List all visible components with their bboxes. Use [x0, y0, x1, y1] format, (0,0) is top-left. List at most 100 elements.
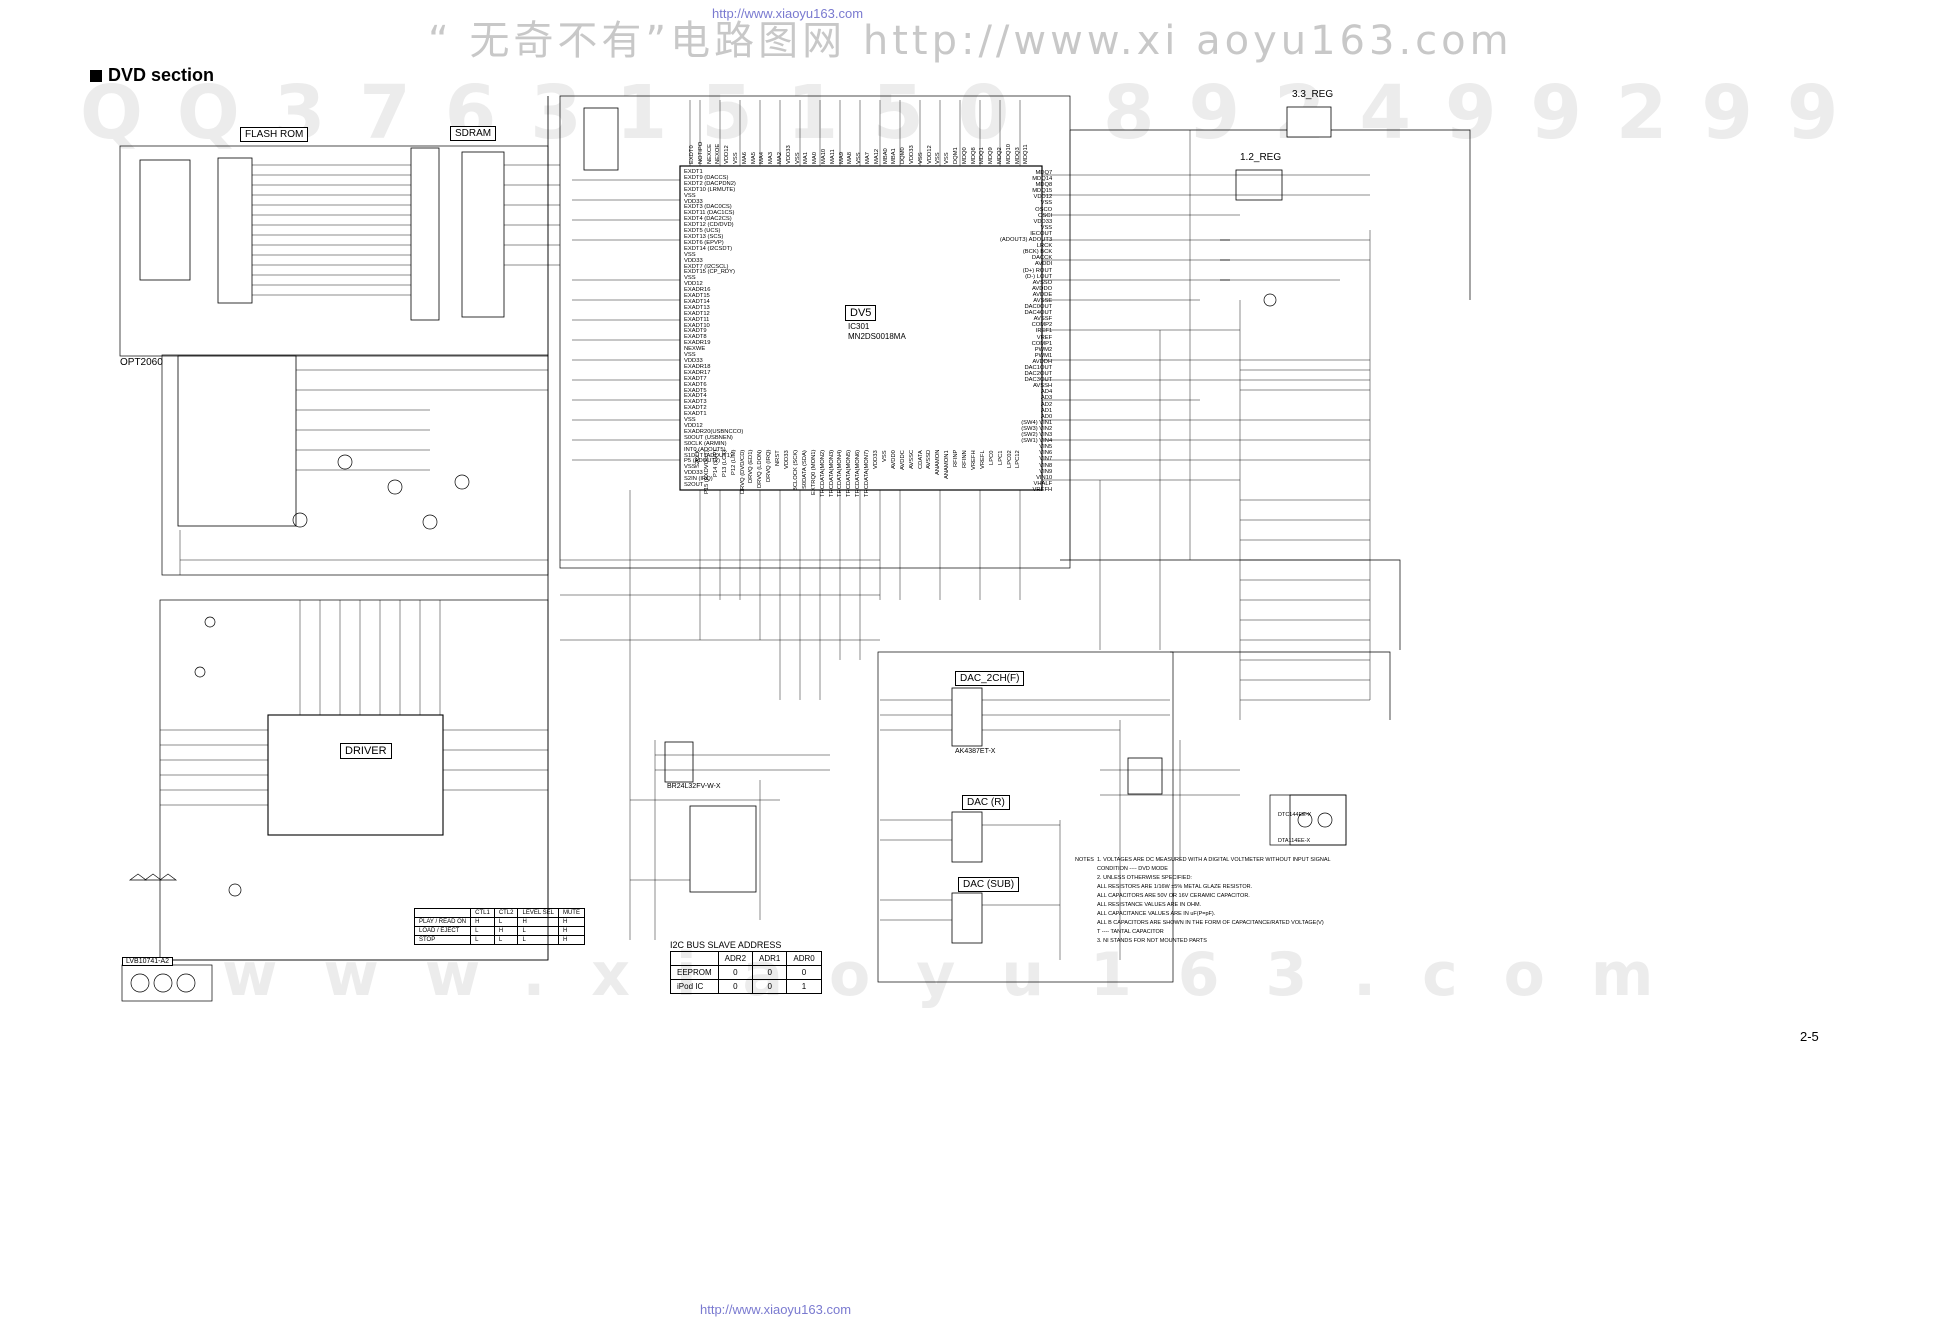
notes-title: NOTES: [1075, 857, 1094, 863]
eeprom-ic-label: BR24L32FV-W-X: [667, 783, 721, 790]
dv5-left-pin: VSS: [684, 352, 696, 359]
reg33-label: 3.3_REG: [1292, 89, 1334, 100]
dv5-right-pin-name: PWM1: [1034, 352, 1053, 359]
dv5-right-pin: (SW2) VIN3: [1000, 432, 1052, 438]
dv5-right-pin-name: COMP1: [1031, 340, 1053, 347]
dv5-bottom-pin: EXTRQ0 (MON1): [810, 450, 817, 496]
dv5-left-pin: EXADT12: [684, 310, 710, 317]
dv5-top-pin: MDQ0: [961, 147, 968, 164]
logic-cell: L: [493, 917, 519, 927]
dv5-right-pin: AVDDH: [1000, 359, 1052, 365]
dv5-top-pin: MA11: [829, 149, 836, 164]
dv5-right-pin: DAC2OUT: [1000, 371, 1052, 377]
dv5-top-pin: NOTIPO: [697, 141, 704, 164]
logic-cell: H: [470, 917, 495, 927]
notes-block: NOTES 1. VOLTAGES ARE DC MEASURED WITH A…: [1075, 856, 1331, 946]
dv5-right-pin: PWM2: [1000, 347, 1052, 353]
dv5-left-pin: S2IN (IRQ): [684, 476, 713, 483]
dv5-right-pin-name: AD0: [1040, 413, 1053, 420]
logic-cell: H: [557, 917, 585, 927]
dv5-right-pin: AD2: [1000, 402, 1052, 408]
dv5-right-pin-name: AVSSH: [1032, 383, 1053, 390]
dv5-top-pin: MDQ11: [1023, 144, 1030, 164]
i2c-cell: iPod IC: [670, 979, 719, 994]
dv5-right-pin: AD4: [1000, 389, 1052, 395]
dv5-left-pin: EXDT15 (CP_RDY): [684, 269, 735, 276]
note-line: 2. UNLESS OTHERWISE SPECIFIED:: [1097, 875, 1192, 881]
dv5-left-pin: VDD33: [684, 358, 703, 364]
logic-header-cell: LEVEL SEL: [517, 908, 559, 918]
dv5-left-pin: EXDT14 (I2CSDT): [684, 245, 732, 252]
dv5-left-pin: EXDT12 (CD/DVD): [684, 222, 734, 229]
dv5-right-pin: (BCK) BCK: [1000, 249, 1052, 255]
dv5-bottom-pin: VREFL: [979, 450, 986, 469]
dv5-right-pin: VIN8: [1000, 463, 1052, 469]
i2c-cell: 0: [717, 965, 754, 980]
dv5-right-pin-name: AVSSF: [1033, 316, 1053, 323]
dv5-top-pin: VSS: [917, 152, 924, 164]
dv5-right-pin-name: VSS: [1040, 224, 1053, 231]
dv5-right-pin: LRCK: [1000, 243, 1052, 249]
i2c-cell: 0: [752, 979, 788, 994]
notes-lines: 1. VOLTAGES ARE DC MEASURED WITH A DIGIT…: [1097, 856, 1331, 946]
dv5-right-pin: MDQ7: [1000, 170, 1052, 176]
dv5-right-pin-name: PWM2: [1034, 346, 1053, 353]
dv5-right-pin-name: AD1: [1040, 407, 1053, 414]
dv5-right-pin-name: COMP2: [1031, 322, 1053, 329]
i2c-header-cell: ADR1: [752, 951, 788, 966]
driver-label: DRIVER: [340, 743, 392, 759]
watermark-big-row: QQ376315150 892499299: [80, 70, 1873, 156]
dv5-left-pin: VDD12: [684, 422, 703, 429]
dv5-right-pin: VDD12: [1000, 194, 1053, 201]
dv5-right-pin-name: VDD12: [1033, 194, 1053, 201]
dv5-right-pin-name: VIN1: [1039, 419, 1053, 426]
i2c-cell: EEPROM: [670, 965, 719, 980]
dv5-right-pin-name: VREFH: [1032, 486, 1053, 493]
dv5-right-pin: VIN6: [1000, 450, 1052, 456]
dv5-pin-annotation: (SW3): [1021, 425, 1040, 432]
dv5-left-pin: S2OUT: [684, 482, 704, 489]
dv5-right-pin: VSS: [1000, 224, 1053, 231]
sdram-label: SDRAM: [450, 126, 497, 141]
dv5-left-pin: EXDT13 (SCS): [684, 233, 724, 240]
watermark-top-url: http://www.xiaoyu163.com: [712, 6, 864, 21]
page-number: 2-5: [1800, 1029, 1819, 1044]
dv5-left-pin: EXADT2: [684, 405, 707, 412]
dv5-right-pin-name: VHALF: [1033, 480, 1053, 487]
dv5-bottom-pin: TRCDATA(MON2): [819, 450, 826, 498]
dv5-left-pin: EXADT7: [684, 375, 707, 382]
dv5-left-pin: EXDT2 (DACPDN2): [684, 180, 736, 187]
dv5-top-pin: MA12: [873, 148, 880, 164]
logic-header-cell: MUTE: [557, 908, 585, 918]
dv5-right-pin: AVSSO: [1000, 280, 1053, 286]
watermark-big-bottom: www.xiaoyu163.com: [222, 940, 1700, 1010]
dv5-left-pin: EXADR17: [684, 369, 711, 376]
dv5-left-pin: P5 (ADOUT2): [684, 458, 721, 465]
dv5-right-pin-name: AD2: [1040, 401, 1053, 408]
dv5-left-pin: EXADR20(USBNCCO): [684, 428, 744, 435]
dv5-right-pin-name: LRCK: [1036, 243, 1053, 250]
dv5-left-pin: EXADR18: [684, 363, 711, 370]
dv5-right-pin-name: DAC2OUT: [1024, 371, 1053, 378]
dv5-left-pin: EXADT6: [684, 381, 707, 388]
i2c-cell: 0: [786, 965, 822, 980]
note-line: ALL RESISTORS ARE 1/16W ±5% METAL GLAZE …: [1097, 884, 1253, 890]
i2c-table-title: I2C BUS SLAVE ADDRESS: [670, 940, 782, 950]
dv5-left-pin: VDD33: [684, 257, 703, 264]
reg12-label: 1.2_REG: [1240, 152, 1282, 163]
logic-header-cell: CTL1: [470, 908, 495, 918]
dv5-bottom-pin: AVDDC: [899, 450, 906, 470]
dv5-left-pin: S0OUT (USBNEN): [684, 434, 733, 441]
dv5-left-pin: EXADT14: [684, 298, 710, 305]
dv5-bottom-pin: AVSSC: [908, 450, 915, 470]
dv5-left-pin: EXDT1: [684, 169, 703, 175]
dv5-right-pin: AVSSE: [1000, 298, 1052, 304]
dv5-left-pin: VDD12: [684, 281, 703, 288]
logic-cell: H: [517, 917, 559, 927]
dv5-right-pin: (SW1) VIN4: [1000, 438, 1052, 444]
